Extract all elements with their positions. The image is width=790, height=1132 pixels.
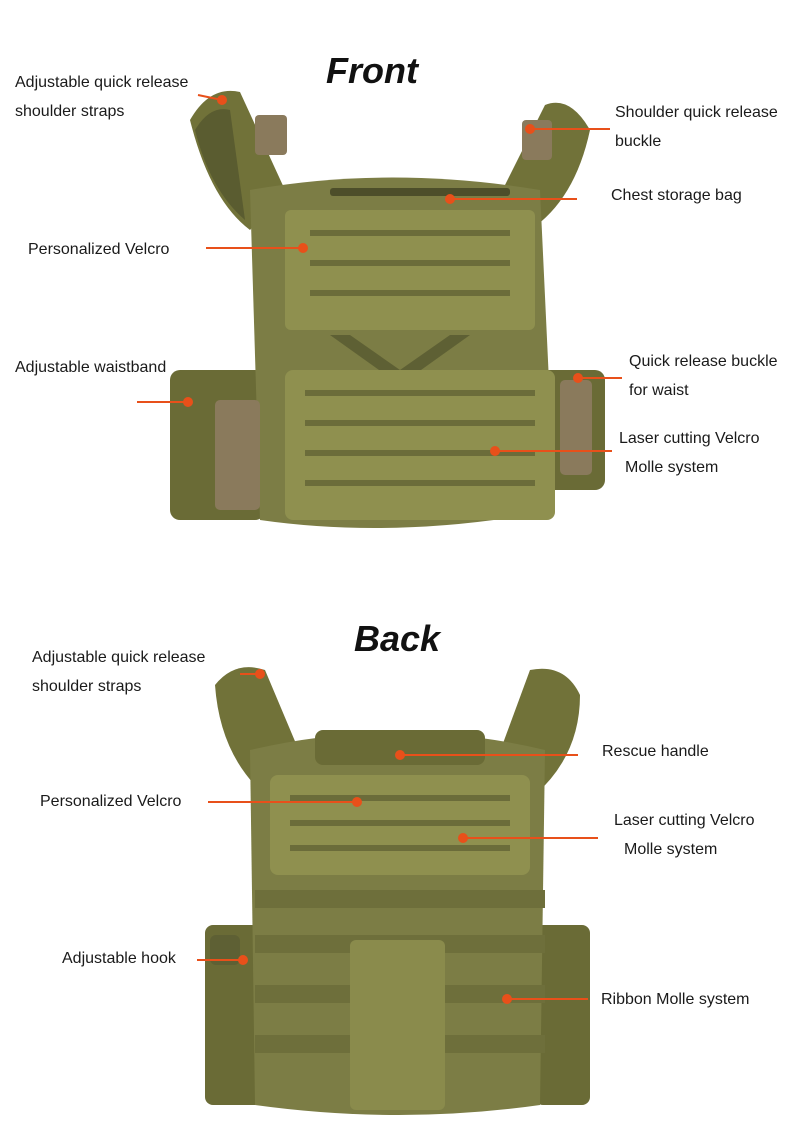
back-label-shoulder-straps: Adjustable quick release shoulder straps bbox=[32, 649, 206, 695]
back-label-ribbon-molle: Ribbon Molle system bbox=[601, 991, 750, 1008]
front-shoulder-buckle-right bbox=[522, 120, 552, 160]
front-label-laser-molle: Laser cutting Velcro Molle system bbox=[619, 430, 760, 476]
front-upper-velcro-panel bbox=[285, 210, 535, 330]
front-label-shoulder-buckle: Shoulder quick release buckle bbox=[615, 104, 778, 150]
front-vest-illustration bbox=[170, 90, 605, 528]
front-shoulder-buckle-left bbox=[255, 115, 287, 155]
front-label-chest-bag: Chest storage bag bbox=[611, 187, 742, 204]
front-waist-buckle-left bbox=[215, 400, 260, 510]
back-title: Back bbox=[354, 618, 441, 659]
back-left-side-strap bbox=[205, 925, 265, 1105]
back-label-velcro: Personalized Velcro bbox=[40, 793, 182, 810]
front-label-velcro: Personalized Velcro bbox=[28, 241, 170, 258]
chest-storage-zipper bbox=[330, 188, 510, 196]
front-waist-buckle-right bbox=[560, 380, 592, 475]
front-v-strap bbox=[330, 335, 470, 385]
back-vest-illustration bbox=[205, 667, 590, 1115]
back-adjustable-hook bbox=[210, 935, 240, 965]
front-label-shoulder-straps: Adjustable quick release shoulder straps bbox=[15, 74, 189, 120]
front-title: Front bbox=[326, 50, 418, 91]
back-center-velcro-strip bbox=[350, 940, 445, 1110]
back-label-hook: Adjustable hook bbox=[62, 950, 176, 967]
back-label-laser-molle: Laser cutting Velcro Molle system bbox=[614, 812, 755, 858]
back-label-rescue-handle: Rescue handle bbox=[602, 743, 709, 760]
ribbon-molle-row bbox=[255, 890, 545, 908]
front-label-waist-buckle: Quick release buckle for waist bbox=[629, 353, 778, 399]
back-right-side-strap bbox=[535, 925, 590, 1105]
front-left-mesh bbox=[195, 109, 245, 220]
front-label-waistband: Adjustable waistband bbox=[15, 359, 167, 376]
back-rescue-handle bbox=[315, 730, 485, 765]
